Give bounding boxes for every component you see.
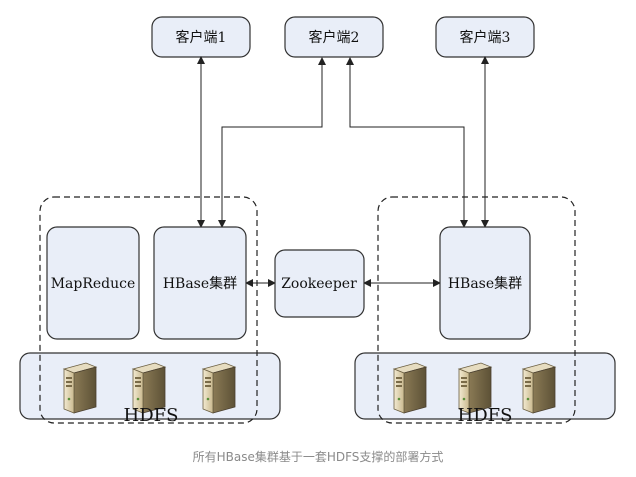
client-3-node: 客户端3 [435, 16, 535, 58]
hdfs-right-band: HDFS [354, 352, 616, 426]
client-2-label: 客户端2 [309, 29, 360, 46]
right-cluster-boundary [377, 196, 576, 424]
client-1-label: 客户端1 [176, 29, 227, 46]
hdfs-left-band: HDFS [19, 352, 281, 426]
server-icon [522, 362, 556, 414]
client2-hbase-left-link [218, 57, 326, 228]
client-1-node: 客户端1 [151, 16, 251, 58]
mapreduce-label: MapReduce [51, 276, 136, 292]
client2-hbase-right-link [346, 57, 468, 228]
server-icon [202, 362, 236, 414]
hdfs-right-label: HDFS [458, 405, 513, 426]
hbase-right-label: HBase集群 [448, 275, 522, 292]
left-cluster-boundary [39, 196, 258, 424]
mapreduce-node: MapReduce [46, 226, 140, 340]
hbase-left-label: HBase集群 [163, 275, 237, 292]
client-2-node: 客户端2 [284, 16, 384, 58]
server-icon [393, 362, 427, 414]
server-icon [63, 362, 97, 414]
hdfs-left-label: HDFS [124, 405, 179, 426]
zookeeper-label: Zookeeper [281, 276, 357, 292]
hbase-left-node: HBase集群 [153, 226, 247, 340]
zookeeper-node: Zookeeper [274, 249, 365, 318]
figure-caption: 所有HBase集群基于一套HDFS支撑的部署方式 [193, 449, 444, 464]
hbase-right-node: HBase集群 [439, 226, 531, 340]
client-3-label: 客户端3 [460, 29, 511, 46]
